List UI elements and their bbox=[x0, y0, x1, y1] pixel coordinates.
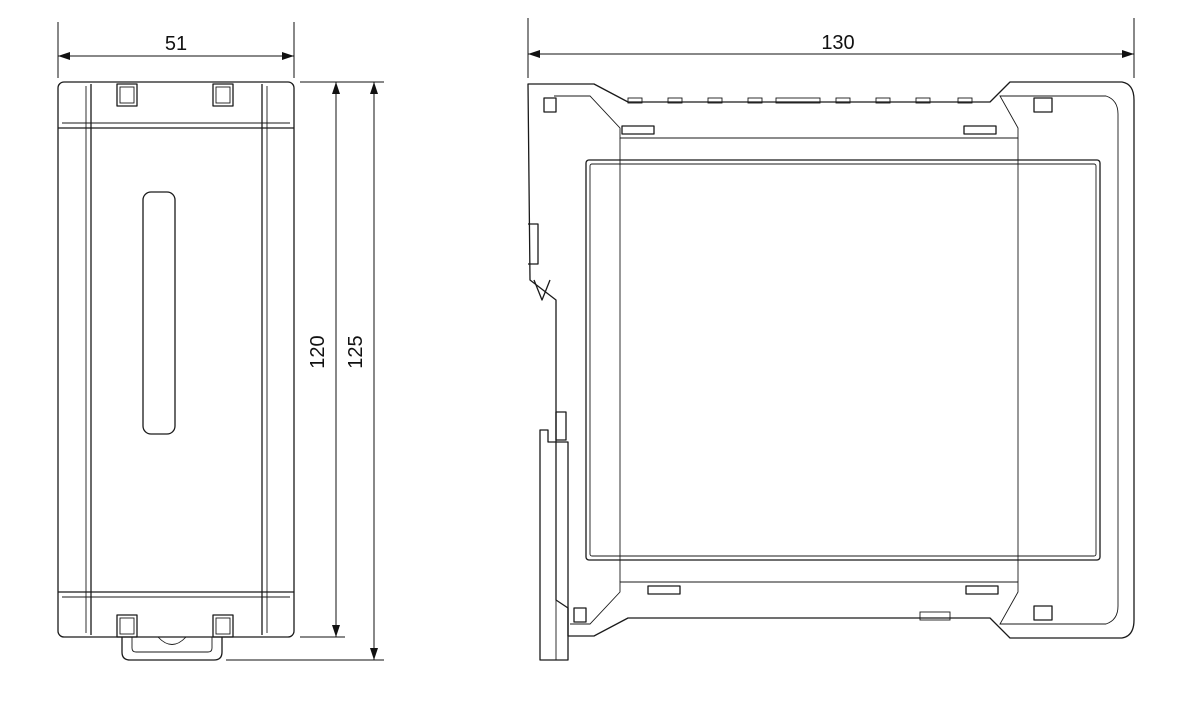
side-top-slot-right bbox=[963, 125, 997, 135]
side-bottom-slot-right bbox=[965, 585, 999, 595]
side-rail-tooth bbox=[533, 279, 551, 301]
side-top-clip-rear bbox=[543, 97, 557, 113]
side-view bbox=[527, 81, 1135, 661]
front-bottom-clip-left bbox=[116, 614, 138, 638]
side-latch-tab bbox=[555, 411, 567, 441]
side-top-clip-front bbox=[1033, 97, 1053, 113]
inner-height-label: 120 bbox=[307, 335, 329, 368]
front-din-latch bbox=[121, 637, 223, 661]
overall-height-label: 125 bbox=[345, 335, 367, 368]
front-label-window bbox=[142, 191, 176, 435]
side-rail-hook-top bbox=[528, 223, 539, 265]
front-body-outline bbox=[57, 81, 295, 638]
side-bottom-clip-rear bbox=[573, 607, 587, 623]
side-top-vents bbox=[627, 97, 973, 104]
side-body-outline bbox=[527, 81, 1135, 639]
side-front-window bbox=[585, 159, 1101, 561]
side-depth-label: 130 bbox=[821, 32, 854, 54]
front-top-clip-left bbox=[116, 83, 138, 107]
side-bottom-slot-left bbox=[647, 585, 681, 595]
front-view bbox=[57, 81, 295, 661]
front-bottom-clip-right bbox=[212, 614, 234, 638]
front-width-label: 51 bbox=[165, 33, 187, 55]
dimension-lines bbox=[57, 18, 1135, 661]
side-bottom-clip-front bbox=[1033, 605, 1053, 621]
side-rail-latch bbox=[539, 429, 569, 661]
front-top-clip-right bbox=[212, 83, 234, 107]
side-top-slot-left bbox=[621, 125, 655, 135]
